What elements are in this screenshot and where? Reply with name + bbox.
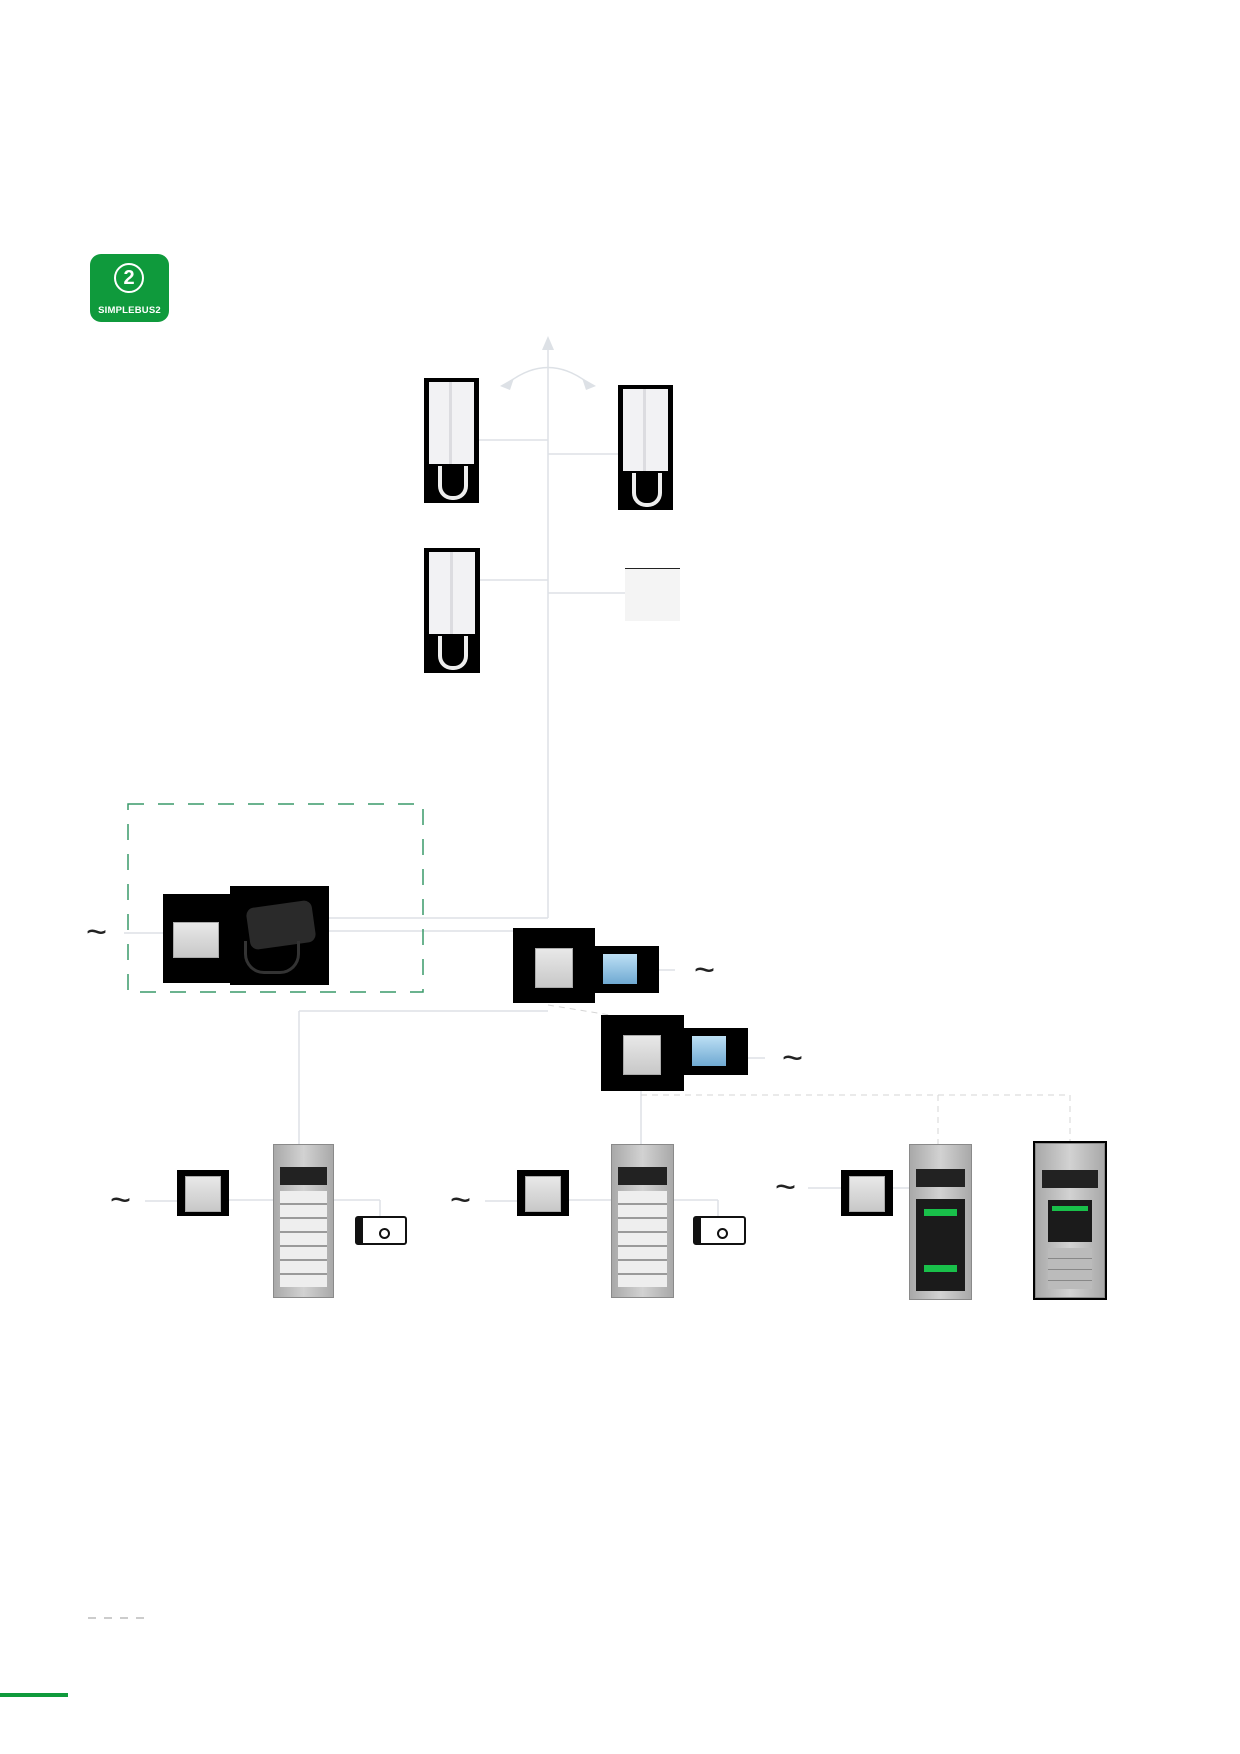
- switchboard-telephone: [230, 886, 329, 985]
- mains-power-symbol: ~: [110, 1179, 132, 1220]
- mains-power-symbol: ~: [450, 1179, 472, 1220]
- logo-number: 2: [114, 263, 144, 293]
- handset-intercom-2: [618, 385, 673, 510]
- power-supply-switchboard: [163, 894, 230, 983]
- power-supply-1: [595, 946, 659, 993]
- bus-interface-module-2: [601, 1015, 684, 1091]
- door-entry-panel-buttons-2: [611, 1144, 674, 1298]
- door-power-supply-2: [517, 1170, 569, 1216]
- simplebus2-logo: 2 SIMPLEBUS2: [90, 254, 169, 322]
- door-entry-panel-keypad: [1033, 1141, 1107, 1300]
- mains-power-symbol: ~: [86, 911, 108, 952]
- handsfree-monitor: [625, 568, 680, 621]
- logo-label: SIMPLEBUS2: [98, 305, 161, 316]
- switchboard-group-box: [127, 803, 424, 993]
- power-supply-2: [684, 1028, 748, 1075]
- handset-intercom-1: [424, 378, 479, 503]
- door-entry-panel-buttons-1: [273, 1144, 334, 1298]
- rotation-arrow: [507, 366, 589, 384]
- mains-power-symbol: ~: [782, 1037, 804, 1078]
- arrow-left-icon: [500, 378, 514, 390]
- door-entry-panel-touchscreen: [909, 1144, 972, 1300]
- bus-interface-module-1: [513, 928, 595, 1003]
- arrow-up-icon: [542, 336, 554, 350]
- electric-lock-1: [355, 1216, 407, 1245]
- door-power-supply-3: [841, 1170, 893, 1216]
- door-power-supply-1: [177, 1170, 229, 1216]
- arrow-right-icon: [582, 378, 596, 390]
- handset-intercom-3: [424, 548, 480, 673]
- mains-power-symbol: ~: [694, 949, 716, 990]
- mains-power-symbol: ~: [775, 1166, 797, 1207]
- electric-lock-2: [693, 1216, 746, 1245]
